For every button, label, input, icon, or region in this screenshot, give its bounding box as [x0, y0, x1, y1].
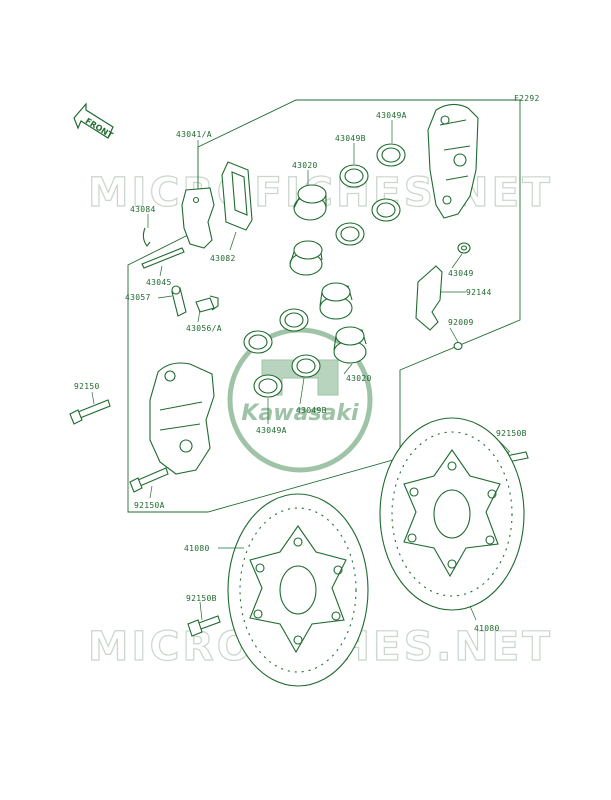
- seal-ring-2: [339, 164, 369, 188]
- label-43082: 43082: [210, 254, 236, 263]
- label-92150B-left: 92150B: [186, 594, 217, 603]
- label-43049A-bottom: 43049A: [256, 426, 287, 435]
- label-92144: 92144: [466, 288, 492, 297]
- pad-spring-clip: [142, 227, 151, 247]
- piston-bottom-1: [319, 282, 353, 320]
- washer: [457, 242, 471, 254]
- label-41080-right: 41080: [474, 624, 500, 633]
- seal-ring-1: [376, 143, 406, 167]
- bracket-bolt: [453, 341, 463, 351]
- label-43020-top: 43020: [292, 161, 318, 170]
- piston-bottom-2: [333, 326, 367, 364]
- label-43049B-top: 43049B: [335, 134, 366, 143]
- label-43041: 43041/A: [176, 130, 212, 139]
- label-43049A-top: 43049A: [376, 111, 407, 120]
- seal-ring-5: [279, 308, 309, 332]
- caliper-half-left: [149, 362, 215, 475]
- disc-bolt-left: [187, 615, 221, 637]
- front-arrow-icon: FRONT: [73, 102, 115, 140]
- caliper-half-right: [427, 103, 479, 219]
- seal-ring-4: [335, 222, 365, 246]
- pad-bracket: [415, 265, 443, 331]
- label-43020-bottom: 43020: [346, 374, 372, 383]
- diagram-code: F2292: [514, 94, 540, 103]
- label-43049B-bottom: 43049B: [296, 406, 327, 415]
- bleeder-cap: [171, 285, 187, 317]
- pad-pin: [141, 247, 185, 269]
- seal-ring-3: [371, 198, 401, 222]
- caliper-bolt-lower: [129, 467, 169, 493]
- logo-text: Kawasaki: [241, 401, 359, 426]
- label-92150B-right: 92150B: [496, 429, 527, 438]
- label-43057: 43057: [125, 293, 151, 302]
- piston-top-1: [293, 184, 327, 221]
- label-92150: 92150: [74, 382, 100, 391]
- label-41080-left: 41080: [184, 544, 210, 553]
- label-92150A: 92150A: [134, 501, 165, 510]
- seal-ring-8: [253, 374, 283, 398]
- caliper-bolt-upper: [69, 399, 111, 425]
- brake-disc-right: [379, 417, 525, 611]
- label-43045: 43045: [146, 278, 172, 287]
- bleeder-valve: [195, 295, 219, 313]
- seal-ring-7: [291, 354, 321, 378]
- label-92009: 92009: [448, 318, 474, 327]
- leader-lines: [91, 120, 511, 621]
- brake-disc-left: [227, 493, 369, 687]
- label-43049: 43049: [448, 269, 474, 278]
- brake-pad-front: [181, 187, 215, 249]
- piston-top-2: [289, 240, 323, 276]
- seal-ring-6: [243, 330, 273, 354]
- brake-pad-rear: [221, 161, 253, 231]
- label-43084: 43084: [130, 205, 156, 214]
- label-43056: 43056/A: [186, 324, 222, 333]
